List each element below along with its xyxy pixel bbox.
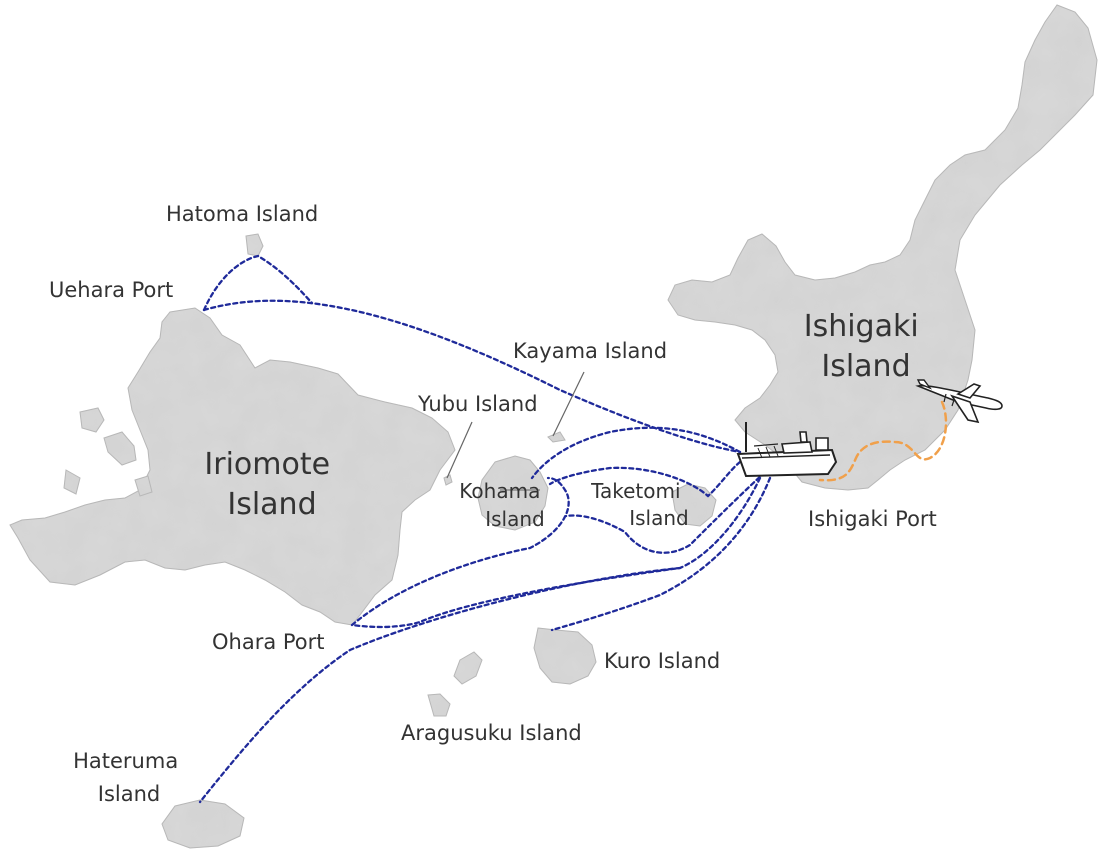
yubu-leader-line bbox=[446, 421, 473, 479]
hateruma-island-label: Hateruma Island bbox=[73, 749, 185, 806]
iriomote-island-label: Iriomote Island bbox=[204, 447, 339, 522]
islet-west-2 bbox=[103, 431, 137, 466]
ishigaki-port-label: Ishigaki Port bbox=[808, 507, 937, 531]
islet-west-4 bbox=[134, 475, 153, 497]
aragusuku-islet-north bbox=[453, 651, 483, 685]
kayama-island-label: Kayama Island bbox=[513, 339, 667, 363]
kayama-leader-line bbox=[552, 371, 585, 437]
hatoma-island-label: Hatoma Island bbox=[166, 202, 318, 226]
route-uehara-hatoma bbox=[202, 254, 314, 312]
airplane-icon bbox=[915, 379, 1003, 424]
hateruma-island-shape bbox=[161, 799, 245, 849]
air-route bbox=[818, 400, 948, 482]
route-ohara-kohama bbox=[350, 476, 570, 627]
labels: Ishigaki Island Iriomote Island Kohama I… bbox=[49, 202, 937, 806]
islet-west-1 bbox=[79, 407, 105, 433]
aragusuku-island-label: Aragusuku Island bbox=[401, 721, 582, 745]
route-ishigaki-kohama-taketomi bbox=[548, 460, 742, 498]
land-layer bbox=[9, 4, 1098, 849]
yubu-island-label: Yubu Island bbox=[417, 392, 538, 416]
route-ishigaki-taketomi-loop bbox=[564, 470, 767, 554]
kayama-island-shape bbox=[547, 431, 566, 443]
kohama-island-label: Kohama Island bbox=[459, 479, 546, 531]
route-ishigaki-hateruma bbox=[198, 566, 682, 804]
kuro-island-shape bbox=[533, 627, 597, 685]
islet-west-3 bbox=[63, 469, 81, 495]
uehara-port-label: Uehara Port bbox=[49, 278, 173, 302]
route-ishigaki-kohama-north bbox=[530, 426, 742, 480]
ferry-routes bbox=[198, 254, 772, 804]
hatoma-island-shape bbox=[245, 233, 264, 257]
route-uehara-ishigaki bbox=[202, 299, 742, 454]
ferry-icon bbox=[736, 422, 838, 478]
taketomi-island-label: Taketomi Island bbox=[590, 479, 689, 530]
kohama-island-shape bbox=[477, 455, 549, 531]
kuro-island-label: Kuro Island bbox=[604, 649, 720, 673]
ishigaki-island-label: Ishigaki Island bbox=[804, 309, 929, 384]
aragusuku-islet-south bbox=[427, 693, 451, 717]
ishigaki-island-shape bbox=[667, 4, 1098, 491]
ohara-port-label: Ohara Port bbox=[212, 630, 325, 654]
route-ishigaki-kuro bbox=[550, 476, 772, 632]
